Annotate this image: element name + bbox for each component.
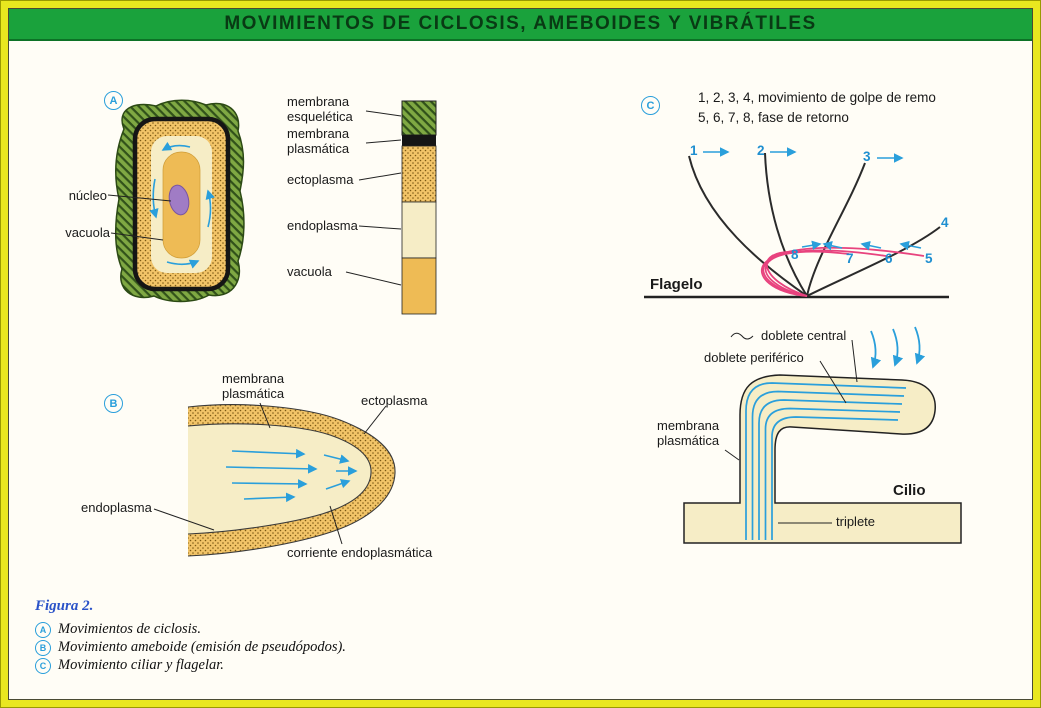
label-triplete: triplete: [836, 514, 876, 529]
label-endoplasma-pseudopod: endoplasma: [81, 500, 152, 515]
nucleus: [168, 184, 190, 216]
pseudopod-inner-outline: [187, 423, 372, 535]
legend-plasma-membrane-band: [402, 135, 436, 146]
cilium-diagram: [683, 326, 962, 544]
panel-c-badge: C: [641, 96, 660, 115]
label-membrana-plasmatica-pseudopod: membrana plasmática: [222, 371, 285, 401]
caption-item-c: C Movimiento ciliar y flagelar.: [35, 657, 224, 674]
cilium-leader-lines: [724, 332, 858, 524]
caption-badge-a: A: [35, 621, 51, 638]
legend-vacuole-band: [401, 257, 437, 315]
panel-b-badge: B: [104, 394, 123, 413]
label-ectoplasma-pseudopod: ectoplasma: [361, 393, 428, 408]
title-bar: MOVIMIENTOS DE CICLOSIS, AMEBOIDES Y VIB…: [9, 9, 1032, 41]
flagellum-number-4: 4: [941, 215, 949, 230]
page-title: MOVIMIENTOS DE CICLOSIS, AMEBOIDES Y VIB…: [224, 13, 817, 34]
flagellum-number-5: 5: [925, 251, 933, 266]
flagellum-diagram: [644, 147, 949, 299]
endoplasm-flow-arrows: [225, 448, 358, 503]
flagellum-number-arrows: [703, 147, 922, 251]
label-corriente-endoplasmatica: corriente endoplasmática: [287, 545, 433, 560]
panel-b-badge-letter: B: [109, 397, 118, 410]
diagram-canvas: [107, 99, 962, 557]
panel-c-badge-letter: C: [646, 99, 655, 112]
legend-skeletal-membrane-band: [401, 100, 437, 136]
caption-badge-b: B: [35, 639, 51, 656]
cyclosis-cell-diagram: [107, 99, 245, 303]
flagellum-stroke-curves: [688, 152, 941, 297]
pseudopod-diagram: [153, 402, 396, 557]
cyclosis-arrows: [149, 141, 215, 269]
label-vacuola-legend: vacuola: [287, 264, 332, 279]
label-membrana-plasmatica-legend: membrana plasmática: [287, 126, 350, 156]
label-doblete-periferico: doblete periférico: [704, 350, 804, 365]
label-endoplasma-legend: endoplasma: [287, 218, 358, 233]
caption-text-a: Movimientos de ciclosis.: [58, 621, 201, 637]
flagellum-number-3: 3: [863, 149, 871, 164]
caption-item-a: A Movimientos de ciclosis.: [35, 621, 201, 638]
flagellum-number-8: 8: [791, 247, 799, 262]
label-membrana-plasmatica-cilium: membrana plasmática: [657, 418, 720, 448]
cilium-membrane-outline: [683, 374, 962, 544]
label-doblete-central: doblete central: [761, 328, 847, 343]
caption-text-c: Movimiento ciliar y flagelar.: [58, 657, 224, 673]
layer-legend-bar: [345, 100, 437, 315]
cell-leader-lines: [107, 194, 172, 241]
legend-ectoplasm-band: [401, 145, 437, 203]
legend-leader-lines: [345, 110, 402, 286]
label-fase-de-retorno: 5, 6, 7, 8, fase de retorno: [698, 110, 849, 125]
label-cilio: Cilio: [893, 482, 926, 499]
panel-a-badge: A: [104, 91, 123, 110]
cilium-doublet-lines: [745, 382, 907, 540]
label-membrana-esqueletica: membrana esquelética: [287, 94, 353, 124]
label-nucleo: núcleo: [68, 188, 107, 203]
cilium-motion-arrows: [870, 326, 926, 369]
label-ectoplasma-legend: ectoplasma: [287, 172, 354, 187]
caption-badge-c: C: [35, 657, 51, 674]
figure-caption-title: Figura 2.: [35, 598, 94, 614]
caption-text-b: Movimiento ameboide (emisión de pseudópo…: [58, 639, 346, 655]
flagellum-return-curves: [761, 246, 925, 297]
label-flagelo: Flagelo: [650, 276, 703, 293]
plate-area: MOVIMIENTOS DE CICLOSIS, AMEBOIDES Y VIB…: [8, 8, 1033, 700]
flagellum-number-7: 7: [846, 251, 854, 266]
legend-endoplasm-band: [401, 201, 437, 259]
caption-item-b: B Movimiento ameboide (emisión de pseudó…: [35, 639, 346, 656]
pseudopod-outer-outline: [187, 404, 396, 557]
label-vacuola-cell: vacuola: [65, 225, 110, 240]
panel-a-badge-letter: A: [109, 94, 118, 107]
flagellum-number-2: 2: [757, 143, 765, 158]
flagellum-number-6: 6: [885, 251, 893, 266]
pseudopod-leader-lines: [153, 402, 387, 545]
flagellum-number-1: 1: [690, 143, 698, 158]
label-golpe-de-remo: 1, 2, 3, 4, movimiento de golpe de remo: [698, 90, 936, 105]
